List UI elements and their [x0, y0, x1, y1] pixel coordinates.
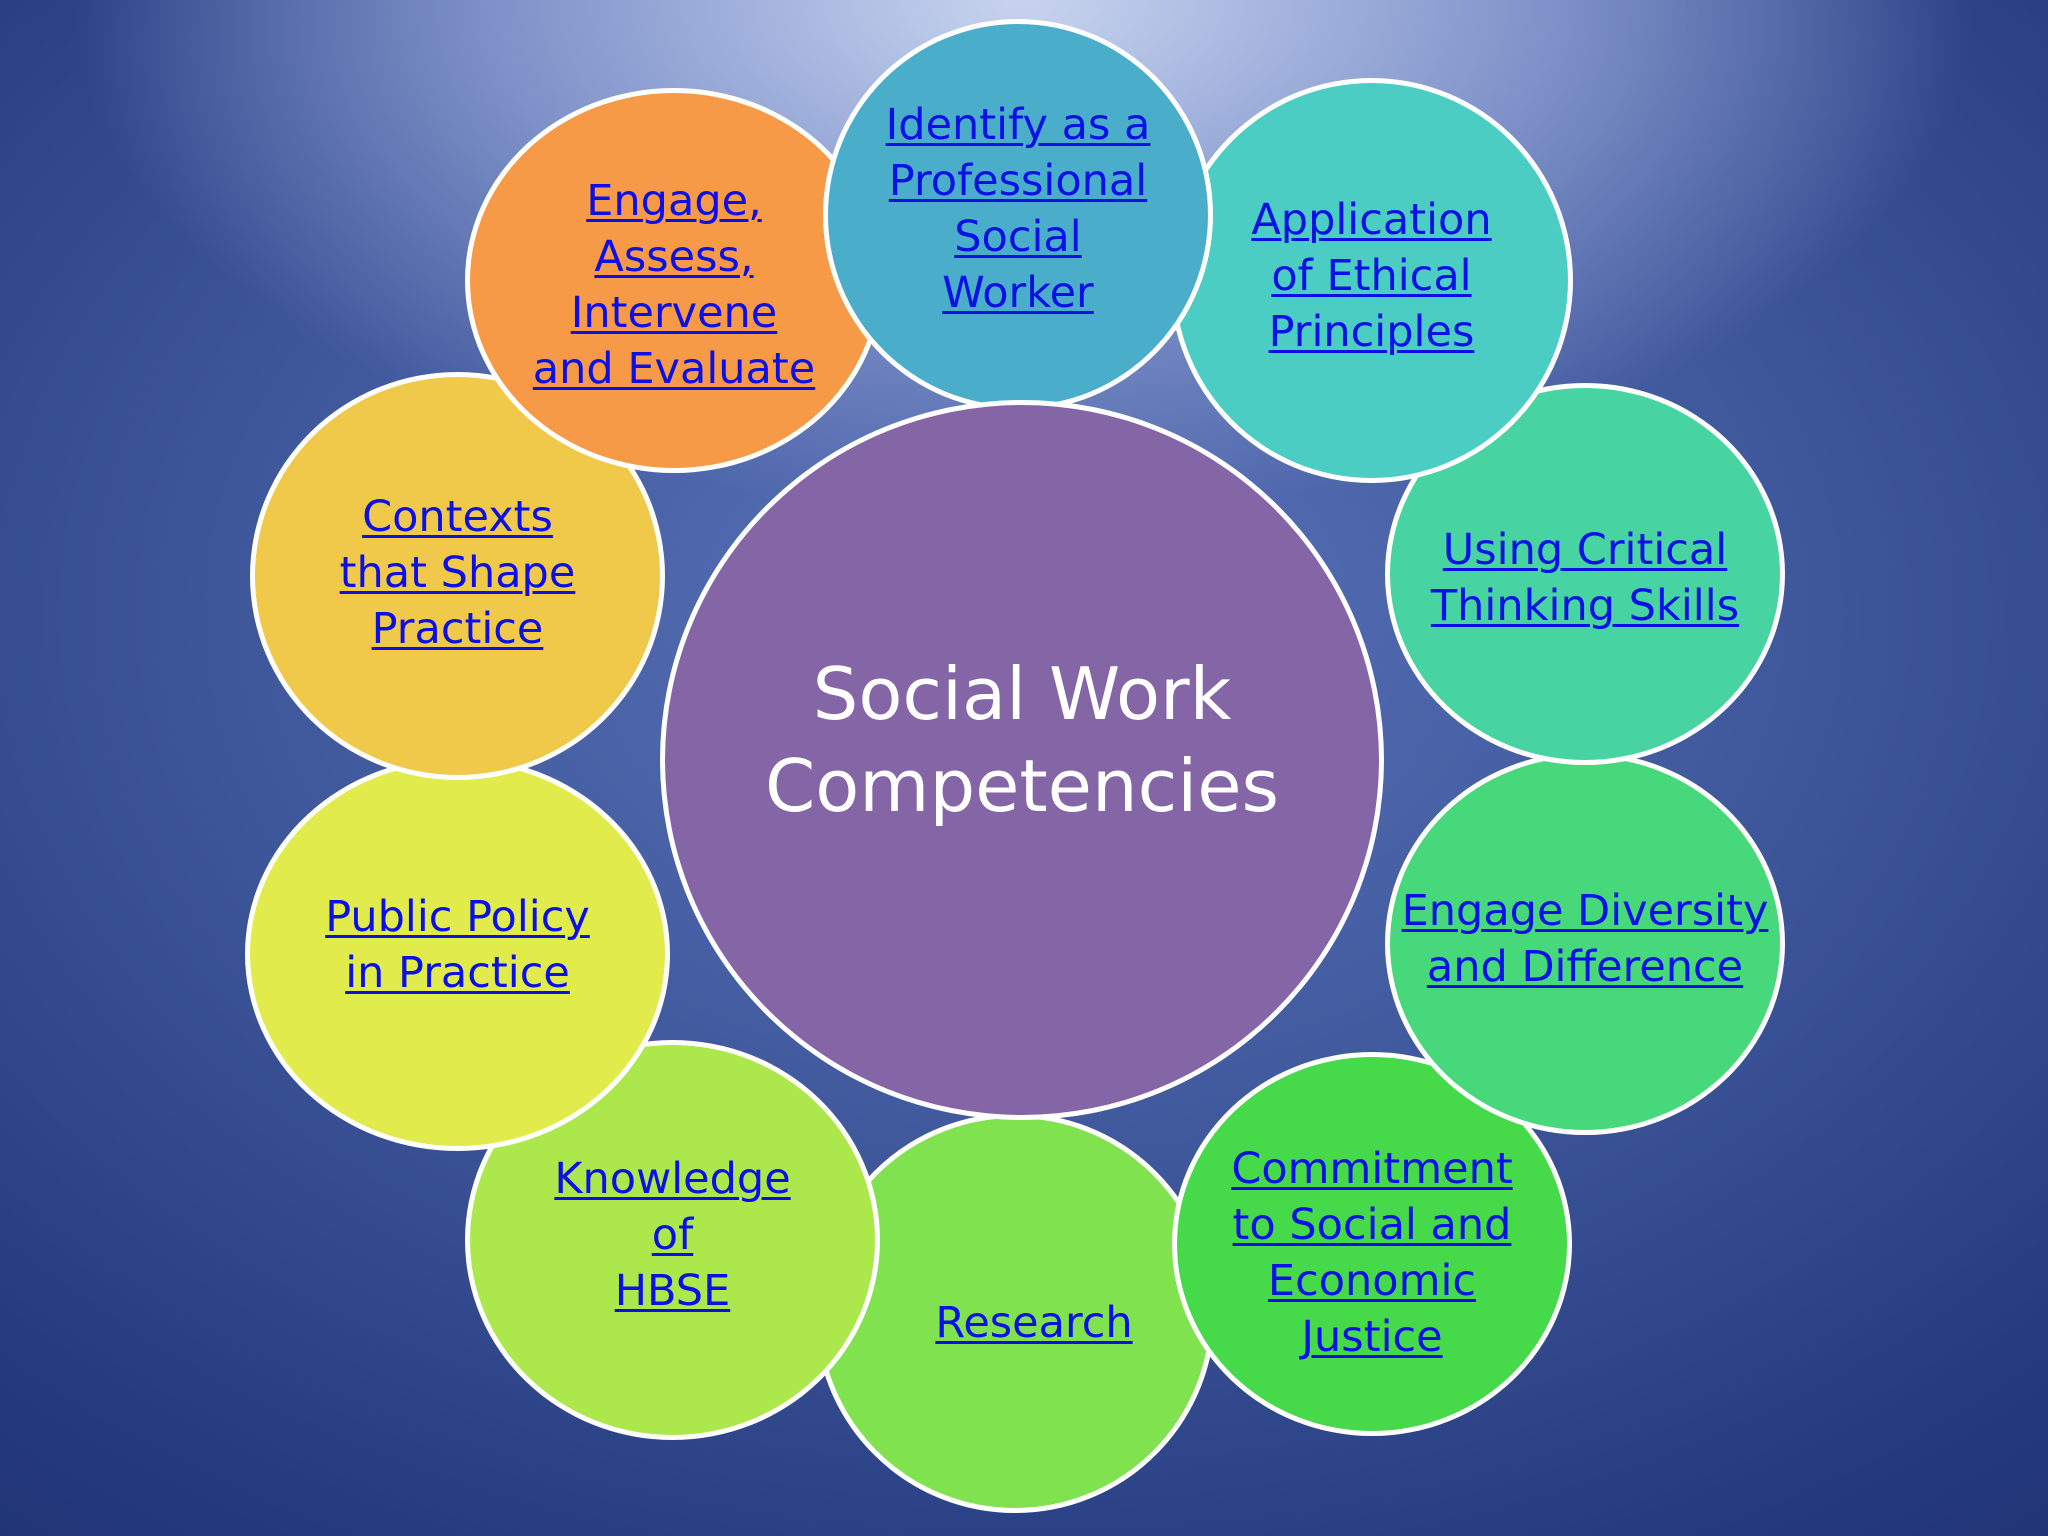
competency-hbse: Knowledge of HBSE: [465, 1040, 880, 1440]
link-public-policy[interactable]: Public Policy in Practice: [325, 892, 590, 998]
link-diversity[interactable]: Engage Diversity and Difference: [1401, 885, 1769, 992]
competency-diversity: Engage Diversity and Difference: [1385, 752, 1785, 1135]
competency-research: Research: [815, 1113, 1215, 1513]
link-engage-assess[interactable]: Engage, Assess, Intervene and Evaluate: [532, 175, 816, 394]
link-hbse[interactable]: Knowledge of HBSE: [554, 1154, 791, 1316]
link-identify[interactable]: Identify as a Professional Social Worker: [885, 100, 1151, 318]
diagram-title: Social Work Competencies: [764, 652, 1280, 828]
link-ethics[interactable]: Application of Ethical Principles: [1251, 194, 1492, 357]
competency-ethics: Application of Ethical Principles: [1170, 78, 1573, 483]
link-critical-thinking[interactable]: Using Critical Thinking Skills: [1430, 525, 1740, 631]
link-research[interactable]: Research: [935, 1298, 1133, 1348]
competency-public-policy: Public Policy in Practice: [245, 757, 670, 1151]
competency-identify: Identify as a Professional Social Worker: [823, 19, 1213, 411]
link-justice[interactable]: Commitment to Social and Economic Justic…: [1231, 1144, 1513, 1362]
competency-engage-assess: Engage, Assess, Intervene and Evaluate: [465, 88, 883, 473]
link-contexts[interactable]: Contexts that Shape Practice: [339, 492, 576, 654]
center-circle: Social Work Competencies: [660, 400, 1384, 1120]
